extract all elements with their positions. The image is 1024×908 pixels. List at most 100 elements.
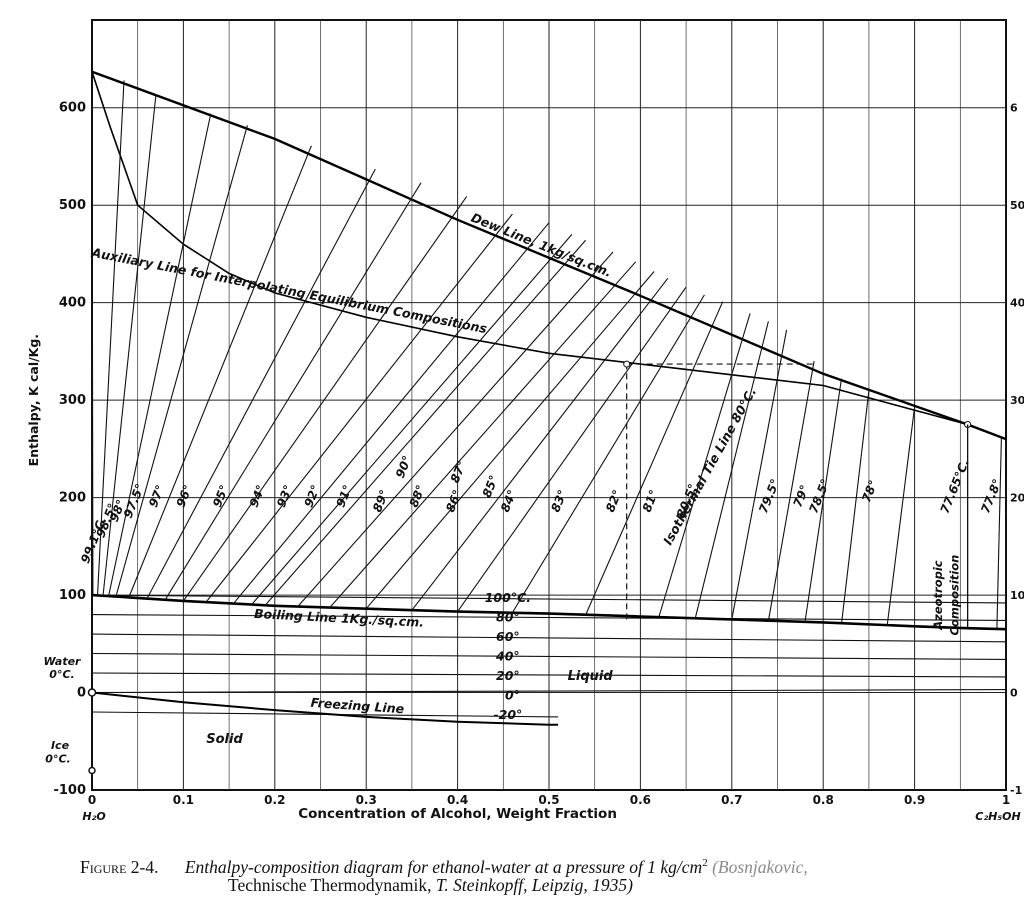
tie-line bbox=[585, 301, 724, 616]
y-tick-label: 200 bbox=[59, 491, 86, 506]
x-tick-label: 0.5 bbox=[538, 793, 559, 807]
tie-line-label: 78.5° bbox=[806, 477, 832, 515]
caption-source: Technische Thermodynamik, bbox=[228, 875, 436, 895]
tie-line-label: 96° bbox=[174, 483, 195, 509]
isotherm-label: 0° bbox=[505, 687, 520, 702]
y-axis-label: Enthalpy, K cal/Kg. bbox=[26, 334, 41, 466]
tie-line bbox=[115, 125, 248, 598]
ice-label: Ice bbox=[51, 739, 70, 752]
azeotropic-label: Azeotropic bbox=[931, 560, 945, 631]
y-right-tick-label: 30 bbox=[1010, 394, 1024, 407]
tie-line bbox=[804, 378, 843, 623]
tie-line-label: 89° bbox=[370, 488, 391, 514]
ice-point bbox=[88, 766, 96, 775]
tie-line bbox=[840, 390, 870, 624]
x-tick-label: 0.4 bbox=[447, 793, 468, 807]
isotherm-label: 100°C. bbox=[485, 590, 531, 605]
isotherm-line bbox=[91, 689, 1007, 694]
y-tick-label: 600 bbox=[59, 101, 86, 116]
tie-line bbox=[107, 113, 212, 597]
tie-line-label: 88° bbox=[407, 483, 428, 509]
y-right-tick-label: 0 bbox=[1010, 687, 1018, 700]
caption-author: (Bosnjakovic, bbox=[712, 856, 808, 877]
y-right-tick-label: -1 bbox=[1010, 784, 1022, 797]
caption-superscript: 2 bbox=[702, 857, 708, 869]
solid-region-label: Solid bbox=[206, 732, 243, 747]
curves bbox=[87, 70, 1007, 775]
tie-line bbox=[886, 406, 916, 626]
x-tick-label: 0.8 bbox=[813, 793, 834, 807]
tie-line-label: 97° bbox=[146, 483, 167, 509]
tie-line-label: 90° bbox=[393, 454, 414, 480]
tie-line bbox=[996, 437, 1002, 630]
isotherm-line bbox=[91, 672, 1007, 678]
tie-line-label: 91° bbox=[333, 483, 354, 509]
figure-label: Figure 2-4. bbox=[80, 856, 159, 877]
x-tick-label: 0.2 bbox=[264, 793, 285, 807]
isotherm-label: 20° bbox=[496, 668, 520, 683]
x-tick-label: 1 bbox=[1002, 793, 1010, 807]
x-left-end-label: H₂O bbox=[82, 810, 105, 823]
tie-line bbox=[411, 277, 669, 611]
y-tick-label: 100 bbox=[59, 588, 86, 603]
isotherm-line bbox=[91, 594, 1007, 604]
tie-line-label: 93° bbox=[274, 483, 295, 509]
tie-line-label: 77.65°C. bbox=[938, 457, 972, 515]
auxiliary-line-label: Auxiliary Line for Interpolating Equilib… bbox=[90, 245, 489, 337]
tie-line-label: 94° bbox=[247, 483, 268, 509]
isotherm-label: -20° bbox=[493, 707, 522, 722]
caption-source-italic: T. Steinkopff, Leipzig, 1935) bbox=[435, 875, 633, 895]
isotherm-line bbox=[91, 652, 1007, 660]
y-tick-label: -100 bbox=[53, 783, 86, 798]
x-tick-label: 0.6 bbox=[630, 793, 651, 807]
y-right-tick-label: 20 bbox=[1010, 492, 1024, 505]
boiling-line bbox=[91, 593, 1007, 631]
tie-line bbox=[731, 329, 788, 620]
figure-caption: Figure 2-4. Enthalpy-composition diagram… bbox=[80, 852, 1010, 895]
tie-line-label: 85° bbox=[480, 473, 501, 499]
x-tick-label: 0.7 bbox=[721, 793, 742, 807]
tie-line bbox=[265, 239, 587, 606]
water-temp-label: 0°C. bbox=[49, 668, 74, 681]
x-tick-label: 0.1 bbox=[173, 793, 194, 807]
y-tick-label: 400 bbox=[59, 296, 86, 311]
x-tick-label: 0.3 bbox=[356, 793, 377, 807]
isotherm-line bbox=[91, 633, 1007, 643]
tie-line-label: 95° bbox=[210, 483, 231, 509]
tie-line bbox=[91, 71, 94, 596]
tie-line-label: 97.5° bbox=[121, 482, 147, 520]
tie-line bbox=[511, 294, 705, 613]
tie-line bbox=[365, 271, 655, 610]
x-tick-label: 0 bbox=[88, 793, 96, 807]
y-tick-label: 500 bbox=[59, 198, 86, 213]
tie-line-label: 79.5° bbox=[756, 477, 782, 515]
tie-line bbox=[251, 234, 573, 605]
y-right-tick-label: 10 bbox=[1010, 589, 1024, 602]
tie-line bbox=[329, 261, 637, 609]
isotherm-label: 40° bbox=[495, 648, 520, 663]
tie-line-label: 84° bbox=[498, 488, 519, 514]
tie-line bbox=[164, 182, 422, 601]
tie-line-label: 81° bbox=[640, 488, 661, 514]
tie-line bbox=[96, 80, 125, 597]
liquid-region-label: Liquid bbox=[568, 669, 614, 684]
x-right-end-label: C₂H₅OH bbox=[975, 810, 1020, 823]
y-right-tick-label: 50 bbox=[1010, 199, 1024, 212]
tie-line bbox=[457, 286, 687, 612]
composition-label: Composition bbox=[947, 555, 961, 636]
freezing-line-label: Freezing Line bbox=[310, 695, 404, 716]
y-tick-label: 0 bbox=[77, 686, 86, 701]
y-right-tick-label: 6 bbox=[1010, 102, 1018, 115]
construction-point bbox=[623, 360, 631, 368]
tie-line bbox=[297, 251, 614, 608]
tie-lines bbox=[91, 71, 1002, 630]
tie-line-label: 82° bbox=[603, 488, 624, 514]
tie-line bbox=[128, 145, 312, 599]
freezing-line bbox=[91, 691, 559, 726]
tie-line bbox=[658, 313, 751, 618]
caption-text: Enthalpy-composition diagram for ethanol… bbox=[184, 856, 703, 877]
tie-line-label: 83° bbox=[548, 488, 569, 514]
tie-line-label: 78° bbox=[859, 478, 880, 504]
tie-line-label: 87° bbox=[448, 459, 469, 485]
